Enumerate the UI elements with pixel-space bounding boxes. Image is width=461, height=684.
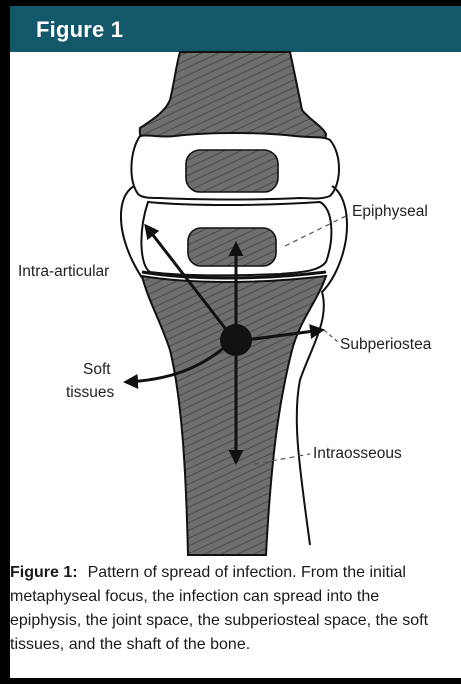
label-subperiosteal: Subperiostea bbox=[340, 336, 432, 353]
lower-ossification-center bbox=[188, 228, 276, 266]
lower-bone-shaft bbox=[142, 276, 326, 555]
label-soft-tissues-line1: Soft bbox=[83, 361, 111, 378]
label-intraosseous: Intraosseous bbox=[313, 445, 402, 462]
label-epiphyseal: Epiphyseal bbox=[352, 203, 428, 220]
bone-diagram: Epiphyseal Intra-articular Subperiostea … bbox=[0, 0, 461, 560]
upper-ossification-center bbox=[186, 150, 278, 192]
label-intra-articular: Intra-articular bbox=[18, 263, 109, 280]
leader-subperiosteal bbox=[324, 330, 338, 342]
figure-caption: Figure 1:Pattern of spread of infection.… bbox=[10, 561, 450, 657]
label-soft-tissues-line2: tissues bbox=[66, 384, 114, 401]
caption-label: Figure 1: bbox=[10, 564, 78, 581]
infection-focus bbox=[220, 324, 252, 356]
